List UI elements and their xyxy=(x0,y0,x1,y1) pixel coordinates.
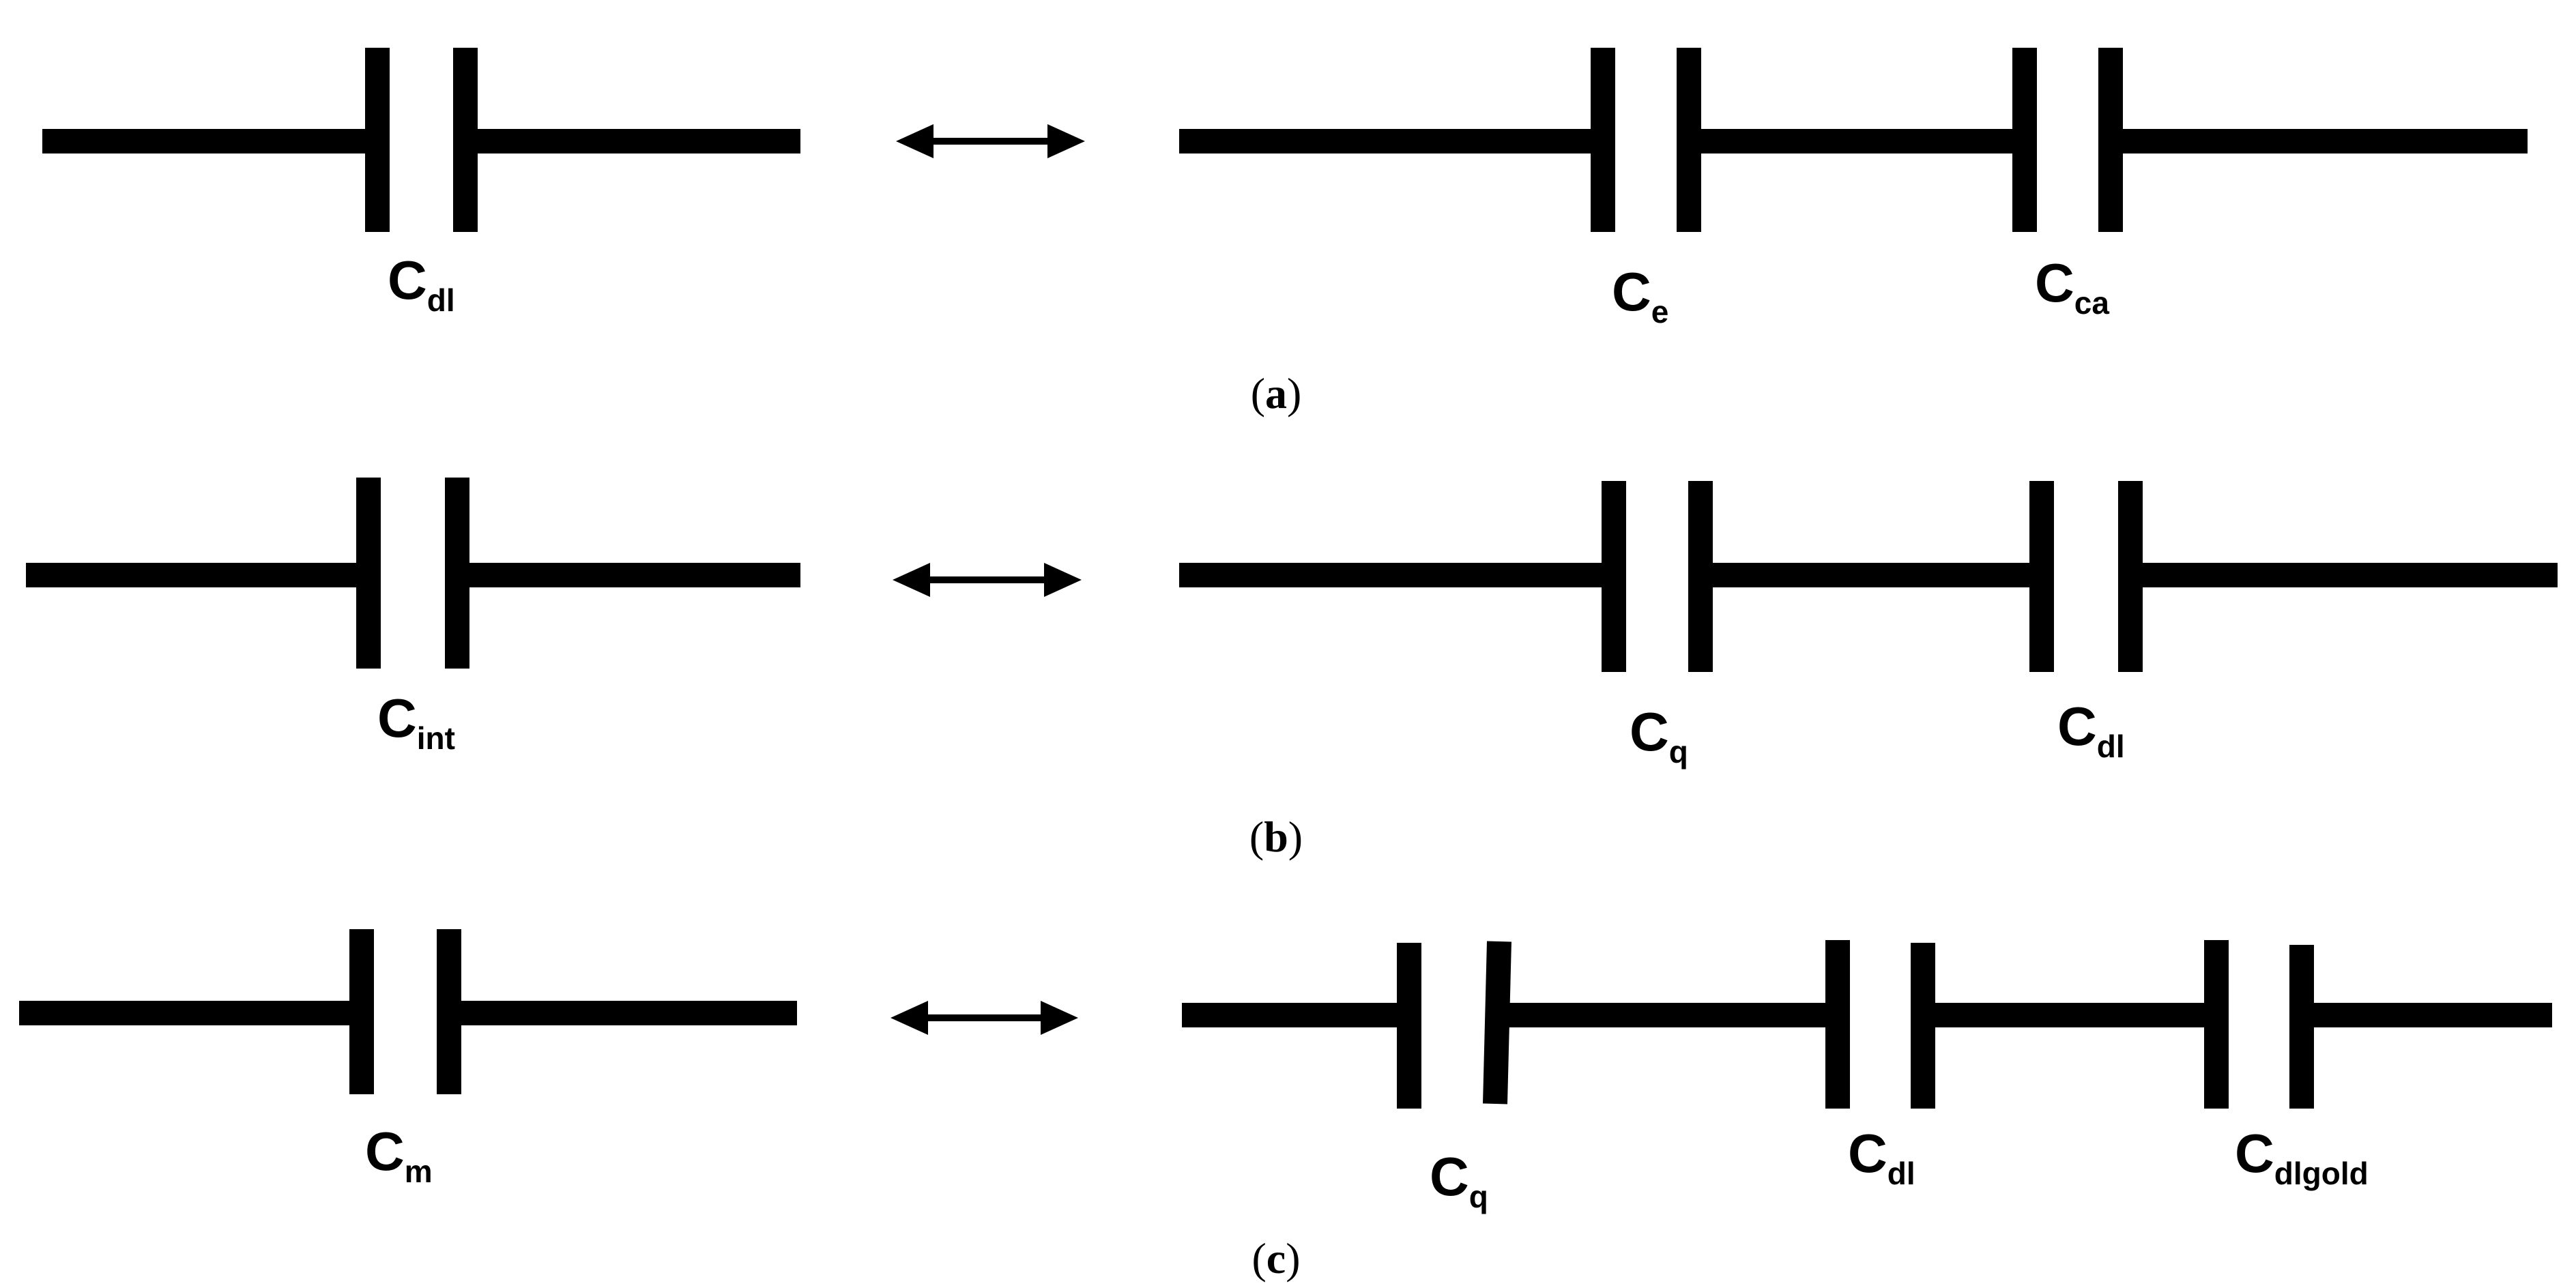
capacitor-subscript: m xyxy=(405,1154,433,1189)
capacitor-symbol: C xyxy=(1430,1146,1469,1207)
panel-label: (b) xyxy=(1249,813,1303,861)
panel-b-right-circuit: Cq Cdl xyxy=(1179,481,2558,770)
capacitor-symbol: C xyxy=(388,250,427,310)
capacitor-subscript: ca xyxy=(2074,285,2110,321)
panel-a: Cdl Ce Cca (a) xyxy=(42,48,2528,418)
panel-label: (a) xyxy=(1251,369,1302,418)
capacitor-label: Cint xyxy=(377,688,455,756)
panel-a-left-circuit: Cdl xyxy=(42,48,800,318)
panel-a-right-circuit: Ce Cca xyxy=(1179,48,2528,330)
capacitor-label: Cdl xyxy=(388,250,455,318)
capacitor-symbol: C xyxy=(2235,1123,2274,1184)
capacitor-symbol: C xyxy=(1848,1123,1887,1184)
capacitor-subscript: dl xyxy=(1887,1156,1915,1191)
capacitor-label: Cdlgold xyxy=(2235,1123,2369,1191)
capacitor-subscript: dlgold xyxy=(2274,1156,2369,1191)
capacitor-symbol: C xyxy=(1630,701,1669,762)
capacitor-plate xyxy=(1483,941,1511,1104)
panel-c: Cm Cq Cdl Cdlgold (c) xyxy=(19,929,2552,1283)
capacitor-symbol: C xyxy=(365,1121,405,1182)
panel-b: Cint Cq Cdl (b) xyxy=(26,478,2558,861)
capacitor-subscript: dl xyxy=(427,282,455,318)
capacitor-subscript: q xyxy=(1669,734,1688,770)
panel-c-left-circuit: Cm xyxy=(19,929,797,1189)
capacitor-label: Cm xyxy=(365,1121,433,1189)
double-headed-arrow-icon xyxy=(891,1001,1078,1035)
panel-b-left-circuit: Cint xyxy=(26,478,800,756)
capacitor-subscript: dl xyxy=(2097,729,2125,764)
capacitor-subscript: e xyxy=(1651,294,1669,330)
capacitor-label: Cq xyxy=(1430,1146,1488,1214)
capacitor-symbol: C xyxy=(2035,252,2074,313)
panel-label: (c) xyxy=(1251,1234,1300,1283)
capacitor-symbol: C xyxy=(377,688,417,748)
capacitor-subscript: int xyxy=(417,720,455,756)
capacitor-label: Cca xyxy=(2035,252,2109,321)
double-headed-arrow-icon xyxy=(896,124,1085,158)
capacitor-label: Cdl xyxy=(2057,696,2125,764)
capacitor-label: Cq xyxy=(1630,701,1688,770)
capacitor-symbol: C xyxy=(2057,696,2097,757)
capacitor-label: Ce xyxy=(1612,261,1668,330)
capacitor-subscript: q xyxy=(1469,1179,1488,1214)
capacitor-symbol: C xyxy=(1612,261,1651,322)
double-headed-arrow-icon xyxy=(893,563,1082,597)
panel-c-right-circuit: Cq Cdl Cdlgold xyxy=(1182,940,2552,1214)
capacitor-label: Cdl xyxy=(1848,1123,1915,1191)
